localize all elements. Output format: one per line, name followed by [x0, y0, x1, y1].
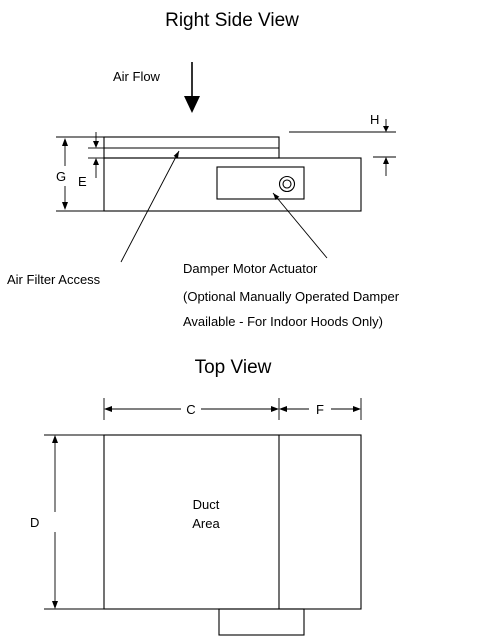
hood-body [103, 157, 362, 212]
top-view: Top View C F D [30, 357, 362, 636]
side-view-title: Right Side View [165, 10, 299, 31]
dimension-e: E [78, 132, 104, 189]
filter-section [103, 136, 280, 159]
damper-label-line3: Available - For Indoor Hoods Only) [183, 314, 383, 329]
dimension-f: F [279, 398, 362, 420]
damper-label-line2: (Optional Manually Operated Damper [183, 289, 400, 304]
damper-leader [272, 192, 328, 259]
top-view-body [103, 434, 362, 636]
dim-e-label: E [78, 174, 87, 189]
duct-area-line1: Duct [193, 497, 220, 512]
dimension-h: H [289, 112, 396, 176]
dim-g-label: G [56, 169, 66, 184]
dimension-c: C [103, 398, 280, 420]
damper-actuator-box [216, 166, 305, 200]
dim-c-label: C [186, 402, 195, 417]
right-side-view: Right Side View Air Flow G [7, 10, 400, 329]
dim-f-label: F [316, 402, 324, 417]
air-filter-access-label: Air Filter Access [7, 272, 101, 287]
duct-area-line2: Area [192, 516, 220, 531]
dim-h-label: H [370, 112, 379, 127]
dimension-d: D [30, 434, 104, 610]
air-filter-leader [120, 150, 180, 263]
air-flow-arrow-icon [184, 62, 200, 113]
top-view-title: Top View [195, 357, 272, 378]
dim-d-label: D [30, 515, 39, 530]
damper-label-line1: Damper Motor Actuator [183, 261, 318, 276]
air-flow-label: Air Flow [113, 69, 161, 84]
